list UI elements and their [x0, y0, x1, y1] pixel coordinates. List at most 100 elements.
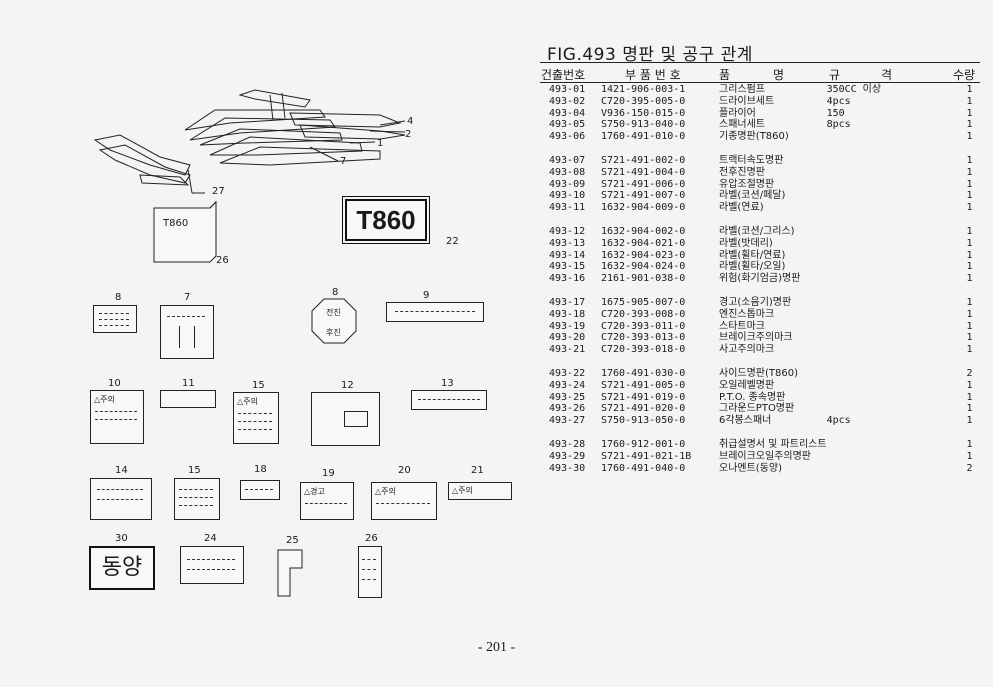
ref-no-cell: 493-01: [549, 84, 586, 95]
part-name-cell: 오일레벨명판: [719, 379, 775, 391]
callout-15b: 15: [188, 465, 201, 476]
plate-20: △주의: [371, 482, 437, 520]
ref-no-cell: 493-06: [549, 131, 586, 143]
part-name-cell: 경고(소음기)명판: [719, 296, 792, 308]
callout-30: 30: [115, 533, 128, 544]
part-no-cell: 1421-906-003-1: [601, 84, 686, 95]
qty-cell: 1: [966, 261, 973, 273]
qty-cell: 1: [966, 119, 973, 131]
spec-cell: [827, 190, 957, 202]
spec-cell: [827, 309, 957, 321]
part-no-cell: C720-393-011-0: [601, 320, 686, 332]
qty-cell: 1: [966, 344, 973, 356]
plate-24: [180, 546, 244, 584]
part-name-cell: 라벨(연료): [719, 202, 764, 214]
callout-19: 19: [322, 468, 335, 479]
plate-15: △주의: [233, 392, 279, 444]
spec-cell: [827, 167, 957, 179]
spec-cell: [827, 451, 957, 463]
ref-no-cell: 493-05: [549, 119, 586, 131]
plate-21: △주의: [448, 482, 512, 500]
plate-10: △주의: [90, 390, 144, 444]
callout-24: 24: [204, 533, 217, 544]
qty-cell: 1: [966, 379, 973, 391]
spec-cell: [827, 238, 957, 250]
part-name-cell: 브레이크오일주의명판: [719, 450, 811, 462]
spec-cell: [827, 273, 957, 285]
ref-no-cell: 493-16: [549, 273, 586, 285]
qty-cell: 1: [966, 296, 973, 308]
part-no-cell: S721-491-005-0: [601, 379, 686, 391]
part-name-cell: 트랙터속도명판: [719, 154, 784, 166]
ref-no-cell: 493-22: [549, 367, 586, 379]
caution-text-20: △주의: [375, 487, 396, 496]
ref-no-cell: 493-12: [549, 225, 586, 237]
part-name-cell: 취급설명서 및 파트리스트: [719, 438, 827, 450]
qty-cell: 1: [966, 438, 973, 450]
header-spec-b: 격: [881, 68, 893, 82]
header-no: 건출번호: [541, 68, 586, 82]
row-gap: [549, 143, 973, 155]
callout-25: 25: [286, 535, 299, 546]
plate-19: △경고: [300, 482, 354, 520]
plate-9: [386, 302, 484, 322]
part-name-cell: 라벨(휠타/오일): [719, 261, 786, 273]
plate-26: [358, 546, 382, 598]
callout-10: 10: [108, 378, 121, 389]
caution-text-10: △주의: [94, 395, 115, 404]
spec-cell: [827, 202, 957, 214]
part-no-cell: S721-491-004-0: [601, 166, 686, 178]
part-no-cell: C720-395-005-0: [601, 95, 686, 107]
ref-no-cell: 493-17: [549, 296, 586, 308]
part-name-cell: 드라이브세트: [719, 95, 775, 107]
ref-no-cell: 493-13: [549, 237, 586, 249]
header-rule-top: [540, 62, 980, 63]
ref-no-cell: 493-11: [549, 202, 586, 214]
ref-no-cell: 493-19: [549, 320, 586, 332]
callout-13: 13: [441, 378, 454, 389]
ref-no-cell: 493-27: [549, 415, 586, 427]
part-no-cell: S721-491-020-0: [601, 403, 686, 415]
part-no-cell: 1760-491-040-0: [601, 462, 686, 474]
part-no-cell: 1675-905-007-0: [601, 296, 686, 308]
qty-cell: 1: [966, 320, 973, 332]
page-number: - 201 -: [477, 640, 516, 655]
callout-1: 1: [377, 138, 384, 149]
figure-title: FIG.493 명판 및 공구 관계: [547, 45, 753, 65]
part-name-cell: 오나멘트(동양): [719, 462, 783, 474]
part-no-cell: S750-913-040-0: [601, 119, 686, 131]
part-name-cell: P.T.O. 종속명판: [719, 391, 786, 403]
row-gap: [549, 285, 973, 297]
qty-cell: 1: [966, 190, 973, 202]
ref-no-cell: 493-04: [549, 107, 586, 119]
part-name-cell: 플라이어: [719, 107, 756, 119]
part-no-cell: 2161-901-038-0: [601, 273, 686, 285]
part-no-cell: 1632-904-024-0: [601, 261, 686, 273]
callout-8b: 8: [332, 287, 339, 298]
spec-cell: 8pcs: [826, 119, 851, 131]
part-no-cell: C720-393-013-0: [601, 332, 686, 344]
ref-no-cell: 493-14: [549, 249, 586, 261]
qty-cell: 1: [966, 178, 973, 190]
qty-cell: 1: [966, 225, 973, 237]
qty-cell: 1: [966, 308, 973, 320]
qty-cell: 1: [966, 273, 973, 285]
ref-no-cell: 493-08: [549, 166, 586, 178]
plate-12: [311, 392, 380, 446]
ref-no-cell: 493-21: [549, 344, 586, 356]
